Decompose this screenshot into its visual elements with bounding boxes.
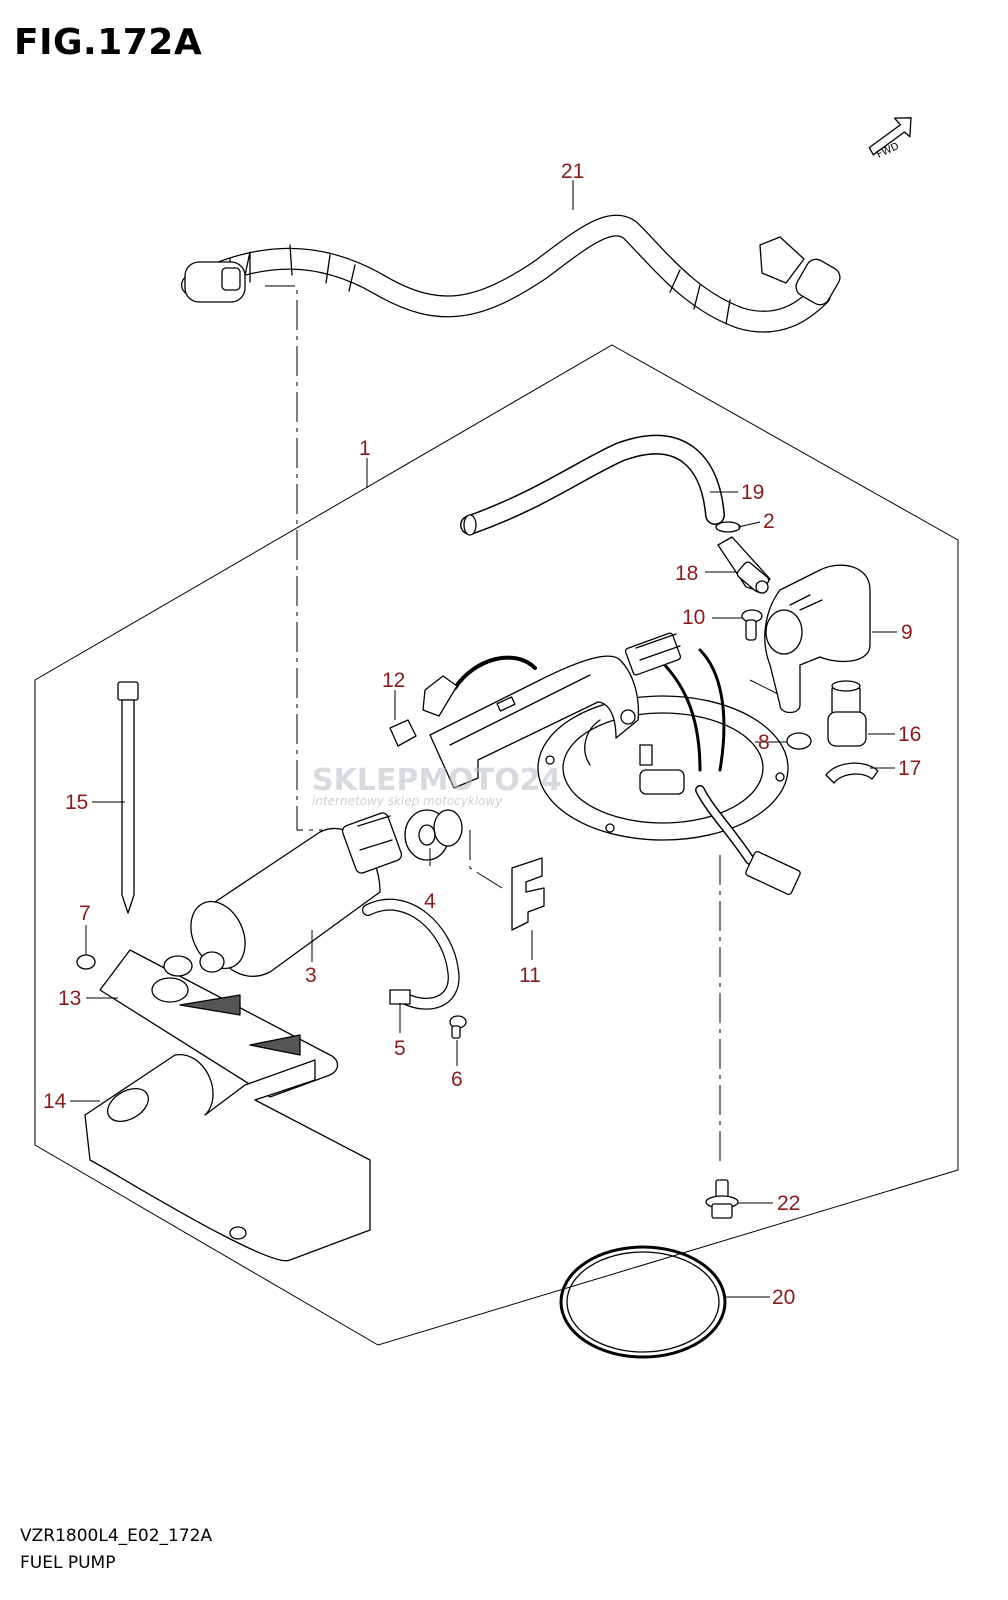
watermark-tagline: internetowy sklep motocyklowy xyxy=(312,794,503,808)
callout-18: 18 xyxy=(675,562,698,585)
bolt-22 xyxy=(705,1179,739,1219)
callout-3: 3 xyxy=(305,964,317,987)
sensor-plug xyxy=(389,675,458,747)
callout-labels: 1 2 3 4 5 6 7 8 9 10 11 12 13 14 15 16 1… xyxy=(43,160,921,1309)
callout-4: 4 xyxy=(424,890,436,913)
filter-cover xyxy=(84,1054,371,1262)
callout-6: 6 xyxy=(451,1068,463,1091)
pump-grommet xyxy=(404,809,463,861)
callout-15: 15 xyxy=(65,791,88,814)
breather-tube xyxy=(460,434,725,536)
callout-13: 13 xyxy=(58,987,81,1010)
pump-flange-assembly xyxy=(429,648,789,865)
callout-12: 12 xyxy=(382,669,405,692)
fuel-pump xyxy=(190,812,403,977)
watermark-brand: SKLEPMOTO24 xyxy=(312,763,562,798)
assembly-outline xyxy=(34,344,959,1346)
callout-22: 22 xyxy=(777,1192,800,1215)
fuel-filter xyxy=(99,949,339,1098)
outlet-pipe xyxy=(764,564,871,714)
leader-lines xyxy=(70,180,897,1298)
wire-clip xyxy=(511,857,545,931)
pipe-fitting xyxy=(717,536,771,594)
callout-7: 7 xyxy=(79,902,91,925)
fwd-arrow-icon: FWD xyxy=(868,117,912,161)
callout-1: 1 xyxy=(359,437,371,460)
hose-right-connector xyxy=(759,236,805,284)
screw-10 xyxy=(741,609,763,641)
screw-6 xyxy=(449,1015,467,1039)
alignment-line-clip xyxy=(469,830,503,889)
figure-name: FUEL PUMP xyxy=(20,1553,116,1573)
cable-tie xyxy=(117,681,139,914)
harness-connector-bottom xyxy=(745,850,801,896)
callout-19: 19 xyxy=(741,481,764,504)
harness-connector-top xyxy=(624,632,682,676)
figure-title: FIG.172A xyxy=(14,22,203,63)
callout-2: 2 xyxy=(763,510,775,533)
callout-14: 14 xyxy=(43,1090,67,1113)
hose-clamp xyxy=(715,521,741,533)
callout-20: 20 xyxy=(772,1286,795,1309)
regulator-clip xyxy=(825,762,879,784)
callout-21: 21 xyxy=(561,160,584,183)
callout-9: 9 xyxy=(901,621,913,644)
callout-17: 17 xyxy=(898,757,921,780)
callout-5: 5 xyxy=(394,1037,406,1060)
o-ring-8 xyxy=(786,732,812,750)
pressure-regulator xyxy=(827,680,867,747)
figure-code: VZR1800L4_E02_172A xyxy=(20,1526,213,1546)
callout-10: 10 xyxy=(682,606,705,629)
alignment-line-harness xyxy=(265,285,322,831)
fuel-hose-assembly xyxy=(181,214,841,333)
callout-8: 8 xyxy=(758,731,770,754)
gasket-ring xyxy=(559,1245,727,1359)
callout-11: 11 xyxy=(519,964,541,987)
clip-washer xyxy=(76,954,96,970)
callout-16: 16 xyxy=(898,723,921,746)
pump-clamp-band xyxy=(362,898,460,1010)
